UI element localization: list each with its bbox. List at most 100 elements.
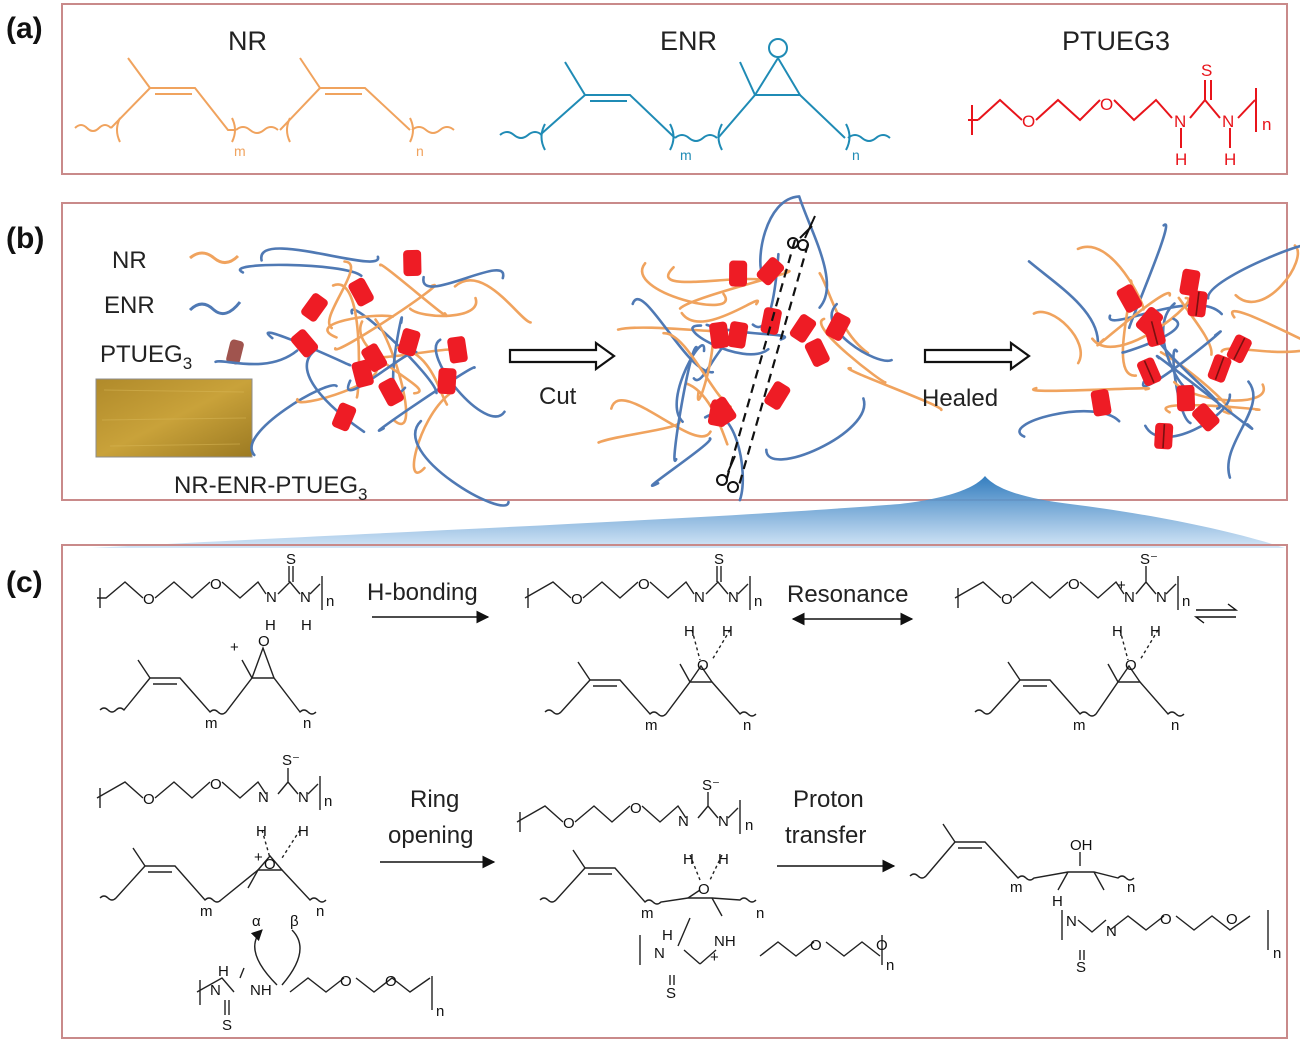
svg-text:H: H — [684, 623, 695, 640]
ptueg3-block — [348, 277, 374, 307]
enr-strand — [250, 384, 338, 457]
svg-text:N: N — [298, 789, 309, 806]
svg-text:H: H — [1150, 623, 1161, 640]
enr-strand — [759, 195, 801, 275]
enr-strand — [830, 302, 893, 363]
reactant-enr — [99, 645, 317, 715]
svg-text:N: N — [718, 813, 729, 830]
nr-strand — [1121, 279, 1138, 377]
nr-sub-m: m — [234, 143, 246, 159]
svg-text:O: O — [143, 791, 155, 808]
ptueg3-block — [1176, 385, 1196, 412]
enr-strand — [1027, 260, 1100, 343]
nr-strand — [358, 320, 421, 395]
svg-text:S: S — [1076, 959, 1086, 976]
svg-text:NH: NH — [250, 982, 272, 999]
legend-ptueg-swatch — [226, 339, 244, 365]
enr-strand — [631, 298, 715, 374]
nr-strand — [1076, 245, 1145, 311]
svg-text:n: n — [316, 903, 324, 920]
step-hbonding-label: H-bonding — [367, 579, 478, 606]
svg-text:O: O — [1160, 911, 1172, 928]
enr-strand — [650, 437, 712, 487]
svg-text:H: H — [256, 823, 267, 840]
ptueg3-block — [1192, 403, 1220, 432]
svg-text:O: O — [698, 881, 710, 898]
svg-text:H: H — [718, 851, 729, 868]
enr-strand — [413, 419, 510, 507]
ptueg3-block — [290, 329, 319, 358]
svg-text:m: m — [1010, 879, 1023, 896]
complex-hbonded-atoms: O O N N S H H O n m n — [571, 551, 762, 734]
svg-text:O: O — [630, 800, 642, 817]
panel-a-label: (a) — [6, 12, 43, 45]
svg-text:O: O — [210, 776, 222, 793]
healed-seam — [1150, 321, 1159, 345]
reactant-enr-atoms: O m n — [205, 633, 311, 732]
svg-text:n: n — [326, 593, 334, 610]
svg-text:O: O — [638, 576, 650, 593]
panel-a-frame — [61, 3, 1288, 175]
svg-text:N: N — [300, 589, 311, 606]
svg-text:N: N — [694, 589, 705, 606]
nr-structure: NR m n — [74, 26, 455, 159]
ptueg3-block — [397, 328, 421, 357]
nr-strand — [1234, 244, 1299, 304]
svg-text:N: N — [1156, 589, 1167, 606]
svg-text:N: N — [210, 982, 221, 999]
svg-text:m: m — [645, 717, 658, 734]
svg-text:N: N — [258, 789, 269, 806]
complex-ring-opening-start-atoms: O O N N S⁻ H H O + n m n α β H N NH S O … — [143, 752, 444, 1034]
legend-enr-swatch — [188, 301, 242, 316]
nr-strand — [847, 366, 943, 412]
svg-text:S⁻: S⁻ — [1140, 551, 1158, 568]
panel-b-label: (b) — [6, 222, 44, 255]
ptueg3-s: S — [1201, 61, 1212, 80]
svg-text:n: n — [886, 957, 894, 974]
enr-strand — [214, 349, 299, 366]
enr-strand — [1141, 330, 1222, 388]
ptueg3-o1: O — [1022, 112, 1035, 131]
svg-text:m: m — [1073, 717, 1086, 734]
step-proton-label-2: transfer — [785, 822, 866, 849]
enr-strand — [1155, 354, 1254, 430]
legend-nr-swatch — [189, 251, 240, 264]
nr-strand — [640, 262, 728, 307]
enr-strand — [764, 397, 866, 461]
svg-text:n: n — [436, 1003, 444, 1020]
nr-strand — [666, 266, 763, 284]
svg-text:m: m — [641, 905, 654, 922]
svg-text:n: n — [303, 715, 311, 732]
svg-text:H: H — [1052, 893, 1063, 910]
healed-seam — [1214, 356, 1225, 380]
ptueg3-block — [378, 377, 404, 407]
step-healed-label: Healed — [922, 385, 998, 412]
network-original — [214, 247, 532, 507]
svg-text:O: O — [876, 937, 888, 954]
ptueg3-block — [1179, 268, 1201, 297]
reactant-ptueg3-atoms: O O N N S H H n + — [143, 551, 334, 656]
ptueg3-block — [403, 249, 422, 277]
nr-strand — [331, 283, 361, 399]
complex-ring-opened-atoms: O O N N S⁻ H H O n m n H N NH + S O O n — [563, 777, 894, 1002]
ptueg3-block — [764, 381, 791, 410]
enr-strand — [378, 366, 476, 432]
nr-strand — [819, 317, 887, 384]
enr-strand — [434, 338, 506, 418]
step-ring-label-2: opening — [388, 822, 473, 849]
step-resonance-label: Resonance — [787, 581, 908, 608]
svg-text:H: H — [722, 623, 733, 640]
svg-text:S: S — [222, 1017, 232, 1034]
enr-sub-m: m — [680, 147, 692, 163]
svg-text:O: O — [258, 633, 270, 650]
svg-text:O: O — [1125, 657, 1137, 674]
ptueg3-o2: O — [1100, 95, 1113, 114]
svg-text:n: n — [324, 793, 332, 810]
svg-text:N: N — [678, 813, 689, 830]
svg-text:S⁻: S⁻ — [702, 777, 720, 794]
nr-strand — [1031, 386, 1151, 393]
enr-sub-n: n — [852, 147, 860, 163]
svg-text:O: O — [563, 815, 575, 832]
svg-text:O: O — [210, 576, 222, 593]
